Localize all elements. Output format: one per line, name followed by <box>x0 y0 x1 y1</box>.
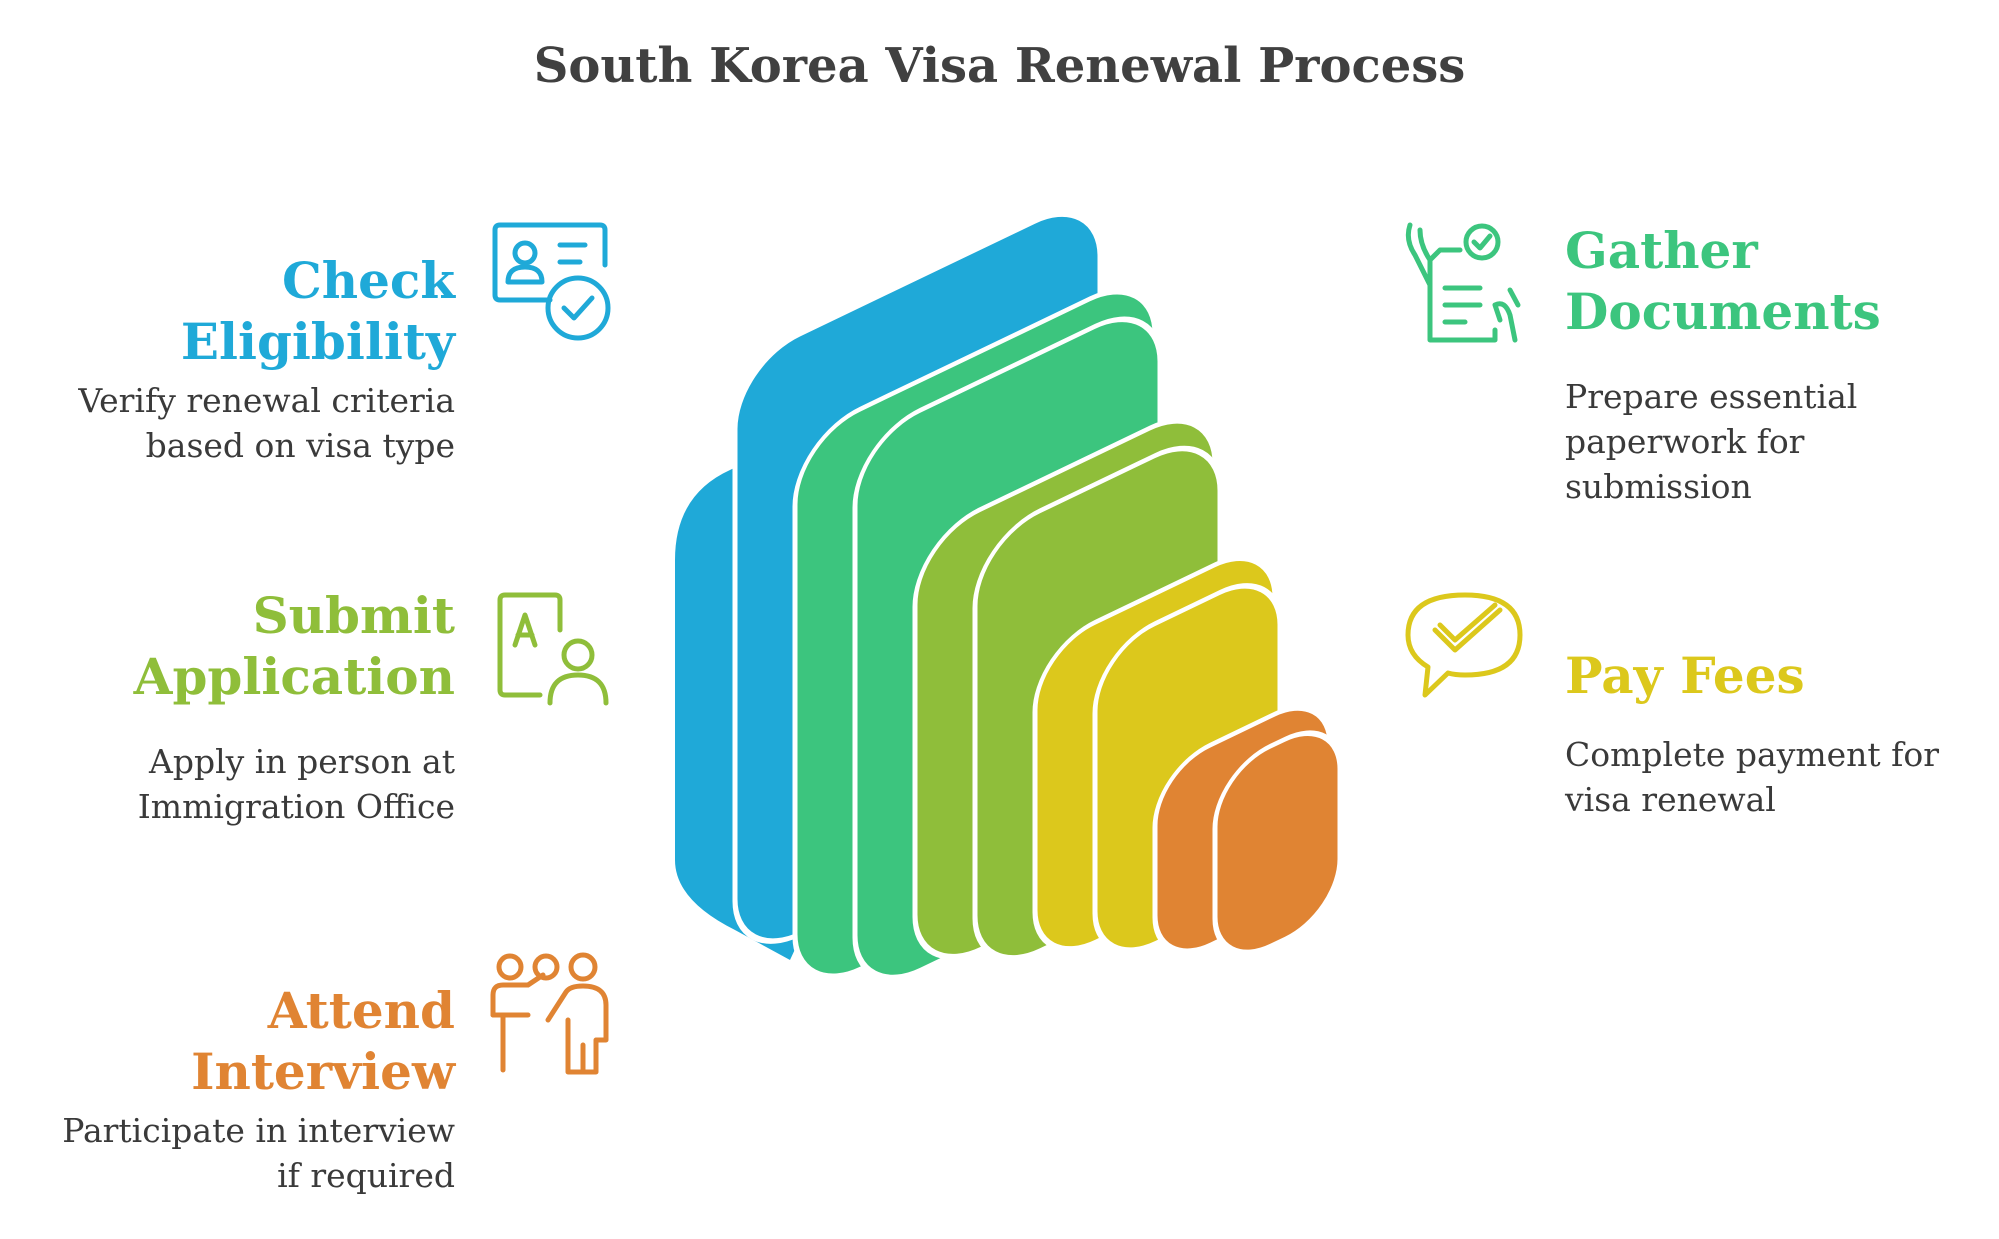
step-pay-fees: Pay Fees Complete payment for visa renew… <box>1565 645 1999 822</box>
step-description: Prepare essential paperwork for submissi… <box>1565 377 1858 506</box>
speech-bubble-check-icon <box>1405 592 1523 698</box>
step-description: Verify renewal criteria based on visa ty… <box>78 381 455 465</box>
id-card-check-icon <box>492 222 611 341</box>
step-description: Participate in interview if required <box>62 1111 455 1195</box>
step-submit-application: Submit Application Apply in person at Im… <box>15 585 455 829</box>
step-check-eligibility: Check Eligibility Verify renewal criteri… <box>15 250 455 468</box>
document-checklist-icon <box>1405 222 1521 343</box>
step-heading: Check Eligibility <box>180 251 455 371</box>
step-attend-interview: Attend Interview Participate in intervie… <box>15 980 455 1198</box>
step-gather-documents: Gather Documents Prepare essential paper… <box>1565 220 1999 509</box>
step-description: Apply in person at Immigration Office <box>137 742 455 826</box>
step-description: Complete payment for visa renewal <box>1565 735 1940 819</box>
step-heading: Pay Fees <box>1565 646 1805 705</box>
step-heading: Attend Interview <box>191 981 455 1101</box>
block-attend-interview <box>1152 705 1343 956</box>
step-heading: Submit Application <box>133 586 455 706</box>
step-heading: Gather Documents <box>1565 221 1881 341</box>
interview-presentation-icon <box>490 952 609 1075</box>
page-title: South Korea Visa Renewal Process <box>533 38 1466 94</box>
application-person-icon <box>497 592 609 706</box>
